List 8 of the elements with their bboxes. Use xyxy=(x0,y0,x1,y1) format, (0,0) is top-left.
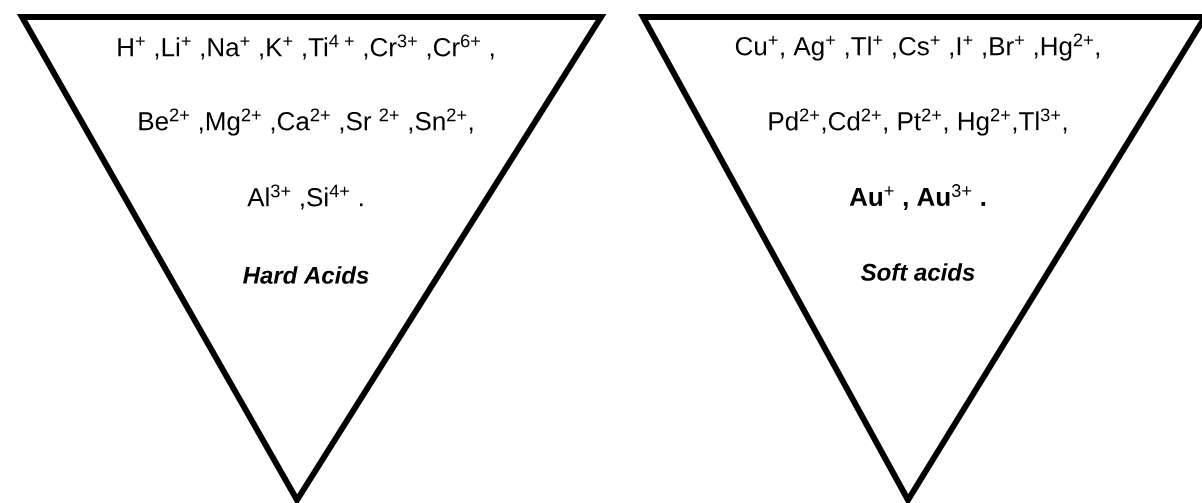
group-heading: Hard Acids xyxy=(243,266,369,284)
group-heading: Soft acids xyxy=(860,263,975,281)
ion-list: Be$^{2+}$ ,Mg$^{2+}$ ,Ca$^{2+}$ ,Sr $^{2+}$ ,Sn$^{2+}$, xyxy=(139,108,473,136)
ion-list: Au$^{+}$ , Au$^{3+}$ . xyxy=(849,184,986,210)
ion-list: Pd$^{2+}$,Cd$^{2+}$, Pt$^{2+}$, Hg$^{2+}$,Tl$^{3+}$, xyxy=(769,108,1067,136)
ion-list: Cu$^{+}$, Ag$^{+}$ ,Tl$^{+}$ ,Cs$^{+}$ ,I$^{+}$ ,Br$^{+}$ ,Hg$^{2+}$, xyxy=(735,33,1100,61)
ion-list: Al$^{3+}$ ,Si$^{4+}$ . xyxy=(247,184,363,210)
ion-list: H$^{+}$ ,Li$^{+}$ ,Na$^{+}$ ,K$^{+}$ ,Ti$^{4 +}$ ,Cr$^{3+}$ ,Cr$^{6+}$ , xyxy=(118,34,494,60)
